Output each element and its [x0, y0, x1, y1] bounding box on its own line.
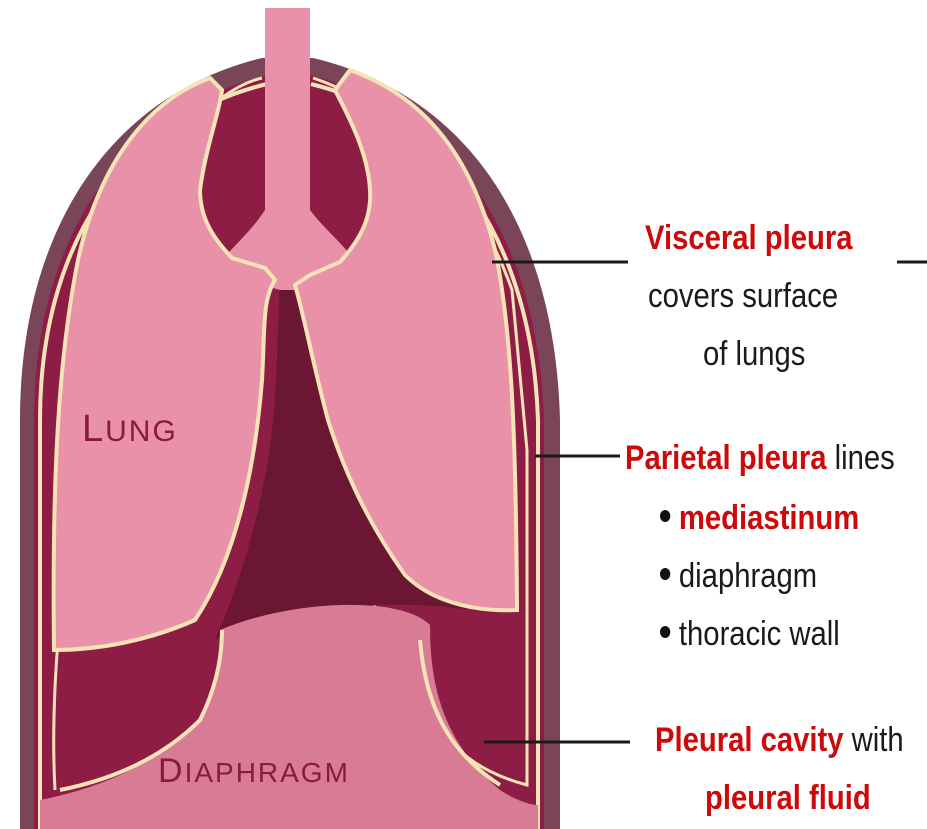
- parietal-pleura-suffix: lines: [827, 439, 895, 477]
- parietal-bullet-diaphragm: diaphragm: [660, 556, 817, 596]
- visceral-pleura-line1: covers surface: [648, 276, 838, 316]
- pleural-fluid-label: pleural fluid: [705, 778, 871, 818]
- parietal-bullet-thoracic-wall: thoracic wall: [660, 614, 840, 654]
- pleural-cavity-heading: Pleural cavity with: [655, 720, 904, 760]
- pleural-cavity-title: Pleural cavity: [655, 721, 844, 759]
- bullet-icon: [660, 626, 670, 638]
- parietal-pleura-title: Parietal pleura: [625, 439, 827, 477]
- diaphragm-label: DIAPHRAGM: [158, 752, 350, 791]
- pleural-cavity-suffix: with: [844, 721, 904, 759]
- visceral-pleura-line2: of lungs: [703, 334, 805, 374]
- parietal-pleura-heading: Parietal pleura lines: [625, 438, 895, 478]
- lung-label: LUNG: [82, 408, 178, 451]
- parietal-bullet-mediastinum: mediastinum: [660, 498, 859, 538]
- bullet-icon: [660, 510, 670, 522]
- bullet-icon: [660, 568, 670, 580]
- visceral-pleura-title: Visceral pleura: [645, 218, 853, 258]
